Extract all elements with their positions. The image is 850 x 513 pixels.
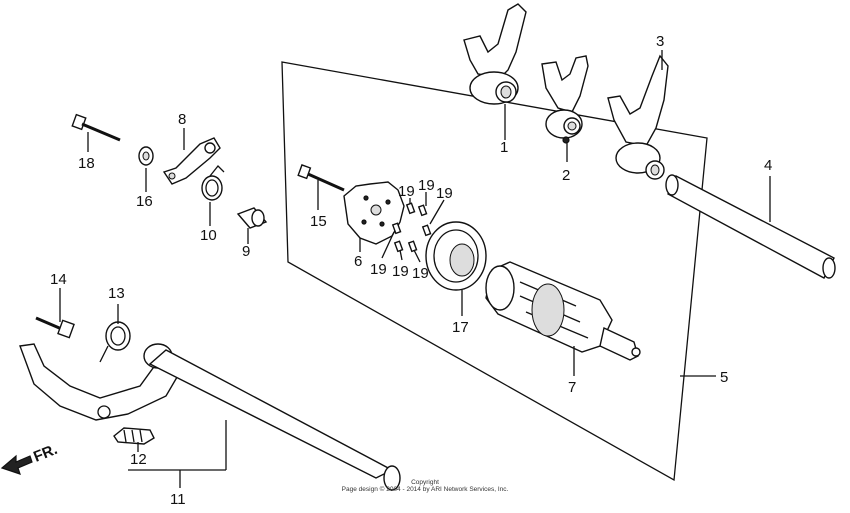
- callout-12: 12: [130, 451, 147, 468]
- callout-19c: 19: [436, 185, 453, 202]
- shift-fork-2[interactable]: [541, 55, 589, 144]
- front-direction-arrow: [0, 454, 33, 475]
- callout-4: 4: [764, 157, 772, 174]
- callout-16: 16: [136, 193, 153, 210]
- callout-19f: 19: [412, 265, 429, 282]
- callout-10: 10: [200, 227, 217, 244]
- callout-14: 14: [50, 271, 67, 288]
- callout-3: 3: [656, 33, 664, 50]
- bolt-18[interactable]: [71, 113, 121, 142]
- fork-shaft[interactable]: [665, 174, 836, 279]
- callout-8: 8: [178, 111, 186, 128]
- stopper-arm-8[interactable]: [162, 137, 221, 185]
- copyright-notice: Copyright Page design © 2004 - 2014 by A…: [330, 479, 520, 493]
- collar-9[interactable]: [236, 207, 268, 229]
- callout-7: 7: [568, 379, 576, 396]
- bolt-14[interactable]: [35, 316, 75, 339]
- gearshift-spindle-11[interactable]: [19, 343, 401, 491]
- drum-cam-plate-6[interactable]: [343, 181, 405, 245]
- callout-19e: 19: [392, 263, 409, 280]
- callout-15: 15: [310, 213, 327, 230]
- callout-19a: 19: [398, 183, 415, 200]
- shift-fork-3[interactable]: [607, 54, 669, 180]
- leader-19e: [399, 249, 403, 261]
- return-spring-12[interactable]: [113, 427, 155, 445]
- bolt-15[interactable]: [297, 164, 345, 192]
- callout-17: 17: [452, 319, 469, 336]
- callout-13: 13: [108, 285, 125, 302]
- callout-5: 5: [720, 369, 728, 386]
- callout-2: 2: [562, 167, 570, 184]
- bearing-17[interactable]: [425, 221, 487, 291]
- callout-6: 6: [354, 253, 362, 270]
- callout-9: 9: [242, 243, 250, 260]
- callout-1: 1: [500, 139, 508, 156]
- callout-11: 11: [170, 491, 186, 508]
- leader-19d: [381, 231, 395, 259]
- stopper-spring-10[interactable]: [201, 165, 225, 201]
- shift-fork-1[interactable]: [463, 3, 527, 105]
- copyright-line-1: Copyright: [411, 479, 439, 486]
- front-direction-label: FR.: [31, 441, 60, 466]
- callout-19b: 19: [418, 177, 435, 194]
- leader-19f: [413, 249, 421, 263]
- callout-19d: 19: [370, 261, 387, 278]
- leader-19c: [429, 199, 445, 225]
- callout-18: 18: [78, 155, 95, 172]
- washer-16[interactable]: [138, 146, 154, 166]
- spring-13[interactable]: [99, 321, 131, 363]
- copyright-line-2: Page design © 2004 - 2014 by ARI Network…: [341, 486, 509, 493]
- shift-drum-7[interactable]: [485, 261, 641, 361]
